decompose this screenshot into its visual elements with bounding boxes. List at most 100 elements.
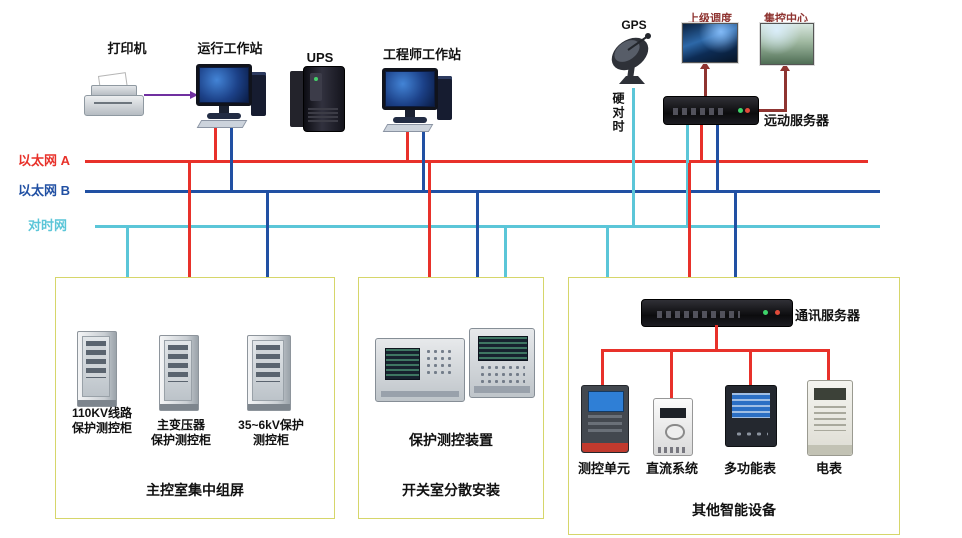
multifunction-meter-image <box>725 385 777 447</box>
cabinet-3-label-line1: 35~6kV保护 <box>238 418 304 432</box>
protection-device-label: 保护测控装置 <box>409 432 493 448</box>
drop-to-multifunction-meter <box>749 349 752 385</box>
protection-cabinet-image <box>247 335 291 411</box>
dispatch-center-photo <box>682 23 738 63</box>
smart-devices-caption: 其他智能设备 <box>692 502 776 518</box>
ups-image <box>290 66 345 132</box>
cabinet-2-label: 主变压器 保护测控柜 <box>142 418 220 448</box>
server-ports <box>657 310 740 318</box>
rtu-server-to-eth-b-line <box>716 122 719 191</box>
device-lcd <box>588 391 624 412</box>
printer-body <box>84 95 144 116</box>
mc-unit-label: 测控单元 <box>577 461 630 476</box>
rtu-to-dispatch-line <box>704 68 707 96</box>
cabinet-modules <box>86 341 106 378</box>
printer-image <box>84 72 144 116</box>
gps-label: GPS <box>621 18 647 32</box>
device-lcd <box>732 393 770 419</box>
time-sync-vertical-label: 硬对时 <box>611 92 625 134</box>
protection-cabinet-image <box>77 331 117 407</box>
main-control-room-caption: 主控室集中组屏 <box>146 482 244 498</box>
cabinet-3-label: 35~6kV保护 测控柜 <box>226 418 316 448</box>
device-nameplate <box>814 406 846 432</box>
time-net-to-smart-devices-line <box>606 227 609 277</box>
device-screen <box>477 335 529 361</box>
cabinet-base <box>160 404 198 410</box>
cabinet-modules <box>256 345 280 382</box>
protection-device-image <box>469 328 535 398</box>
ups-panel <box>310 73 322 101</box>
device-dial <box>665 423 685 440</box>
cabinet-door <box>252 340 284 401</box>
monitor <box>196 64 252 106</box>
rtu-server-label: 远动服务器 <box>764 113 830 128</box>
ups-led <box>314 77 318 81</box>
zone-switch-room: 保护测控装置 开关室分散安装 <box>358 277 544 519</box>
comm-server-image <box>641 299 793 327</box>
device-buttons <box>478 364 526 385</box>
engineer-ws-to-eth-b-line <box>422 128 425 191</box>
operator-ws-to-eth-a-line <box>214 124 217 161</box>
zone-main-control-room: 110KV线路 保护测控柜 主变压器 保护测控柜 35~6kV保护 测控柜 主控… <box>55 277 335 519</box>
printer-link-arrowhead <box>190 91 198 99</box>
switch-room-caption: 开关室分散安装 <box>402 482 500 498</box>
rtu-to-control-center-line-v <box>784 70 787 110</box>
ethernet-a-label: 以太网 A <box>18 153 71 168</box>
eth-b-to-control-room-line <box>266 193 269 277</box>
computer-tower <box>437 76 452 120</box>
ups-vents <box>308 108 338 124</box>
zone-smart-devices: 通讯服务器 测控单元 直流系统 多功能表 电表 其他智能设 <box>568 277 900 535</box>
monitor <box>382 68 438 110</box>
printer-link-line <box>144 94 192 96</box>
protection-cabinet-image <box>159 335 199 411</box>
engineer-ws-to-eth-a-line <box>406 128 409 161</box>
device-buttons <box>425 348 456 379</box>
eth-b-to-comm-server-line <box>734 193 737 298</box>
server-led-red <box>775 310 780 316</box>
rtu-server-to-eth-a-line <box>700 122 703 161</box>
cabinet-1-label: 110KV线路 保护测控柜 <box>56 406 148 436</box>
device-strip <box>381 391 459 398</box>
gps-dish-icon <box>611 33 651 84</box>
dc-system-label: 直流系统 <box>645 461 698 476</box>
device-strip <box>582 443 628 452</box>
eth-a-to-control-room-line <box>188 163 191 277</box>
server-ports <box>673 108 726 116</box>
printer-slot <box>94 102 132 104</box>
gps-to-time-net-line <box>632 88 635 226</box>
engineer-workstation-image <box>382 68 452 132</box>
device-screen <box>384 348 421 381</box>
monitor-stand <box>219 106 229 113</box>
keyboard <box>382 124 434 132</box>
monitor-screen <box>200 68 248 102</box>
monitor-base <box>393 117 427 123</box>
engineer-ws-label: 工程师工作站 <box>382 47 461 62</box>
server-led-green <box>737 107 743 113</box>
cabinet-modules <box>168 345 188 382</box>
cabinet-2-label-line2: 保护测控柜 <box>150 433 211 447</box>
dispatch-label: 上级调度 <box>688 13 732 25</box>
time-net-to-switch-room-line <box>504 227 507 277</box>
operator-ws-label: 运行工作站 <box>197 41 263 56</box>
printer-label: 打印机 <box>107 41 147 56</box>
device-buttons <box>734 430 768 439</box>
time-net-to-control-room-line <box>126 227 129 277</box>
comm-server-label: 通讯服务器 <box>795 308 861 323</box>
device-lcd <box>660 407 686 419</box>
drop-to-dc-system <box>670 349 673 398</box>
cabinet-base <box>78 400 116 406</box>
cabinet-3-label-line2: 测控柜 <box>252 433 289 447</box>
operator-ws-to-eth-b-line <box>230 124 233 191</box>
protection-device-image <box>375 338 465 402</box>
device-distribution-line <box>601 349 830 352</box>
cabinet-1-label-line2: 保护测控柜 <box>71 421 132 435</box>
computer-tower <box>251 72 266 116</box>
device-lcd <box>814 388 846 401</box>
ups-label: UPS <box>306 50 334 65</box>
cabinet-base <box>248 404 290 410</box>
control-center-label: 集控中心 <box>764 13 808 25</box>
time-net-bus <box>95 225 880 228</box>
control-center-arrowhead <box>780 63 790 71</box>
device-strip <box>473 386 531 393</box>
